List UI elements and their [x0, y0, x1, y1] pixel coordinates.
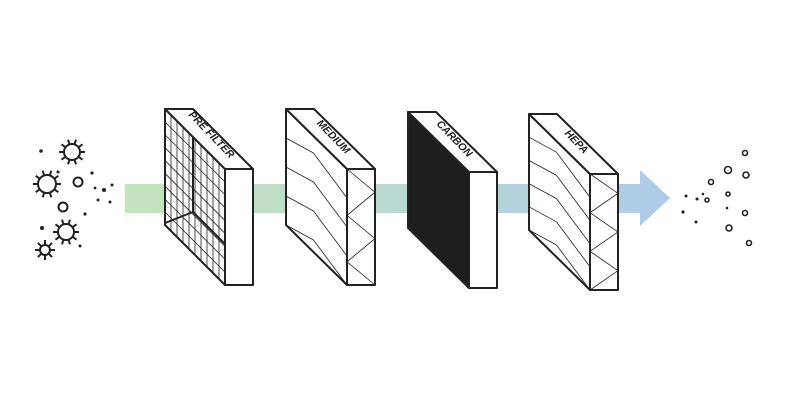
- dust-particle: [78, 244, 82, 248]
- pleat-line: [313, 239, 348, 286]
- pleat-line: [285, 166, 314, 183]
- pre-filter: [164, 108, 254, 286]
- spore-particle: [35, 240, 55, 260]
- clean-particle: [723, 165, 733, 175]
- pleat-line: [528, 183, 557, 199]
- pleat-line: [528, 206, 557, 223]
- pleat-line: [556, 151, 591, 198]
- spore-particle: [53, 219, 79, 245]
- clean-particles: [681, 149, 753, 247]
- pleat-line: [556, 244, 591, 291]
- pleat-line: [285, 195, 314, 212]
- dust-particle: [83, 212, 87, 216]
- grid-line: [164, 211, 226, 273]
- clean-particle: [741, 149, 749, 157]
- clean-dust: [694, 220, 698, 224]
- side-pleats: [346, 168, 376, 286]
- grid-line: [164, 147, 226, 208]
- pleat-line: [556, 175, 591, 221]
- grid-line: [164, 160, 226, 221]
- clean-particle: [725, 191, 731, 197]
- pleat-line: [285, 224, 314, 241]
- spore-particle: [33, 170, 61, 198]
- clean-dust: [725, 206, 729, 210]
- grid-line: [164, 198, 226, 260]
- dust-particle: [39, 149, 43, 153]
- grid-line: [164, 186, 226, 247]
- clean-dust: [701, 192, 705, 196]
- dust-particle: [90, 171, 94, 175]
- pleat-line: [528, 229, 557, 246]
- pleat-line: [556, 221, 591, 268]
- round-particle: [57, 201, 69, 213]
- side-pleats: [589, 173, 619, 291]
- dust-particle: [102, 188, 106, 192]
- dust-particle: [96, 198, 100, 202]
- pleat-line: [528, 160, 557, 176]
- grid-line: [164, 121, 226, 183]
- clean-dust: [681, 210, 685, 214]
- dust-particle: [56, 170, 60, 174]
- pleat-line: [313, 210, 348, 257]
- filter-frame: [164, 211, 194, 224]
- dust-particle: [108, 200, 112, 204]
- dust-particle: [110, 183, 114, 187]
- carbon-filter: [407, 111, 498, 289]
- hepa-filter: [528, 113, 619, 291]
- clean-particle: [707, 178, 715, 186]
- medium-filter: [285, 108, 376, 286]
- grid-line: [164, 173, 226, 234]
- clean-particle: [704, 197, 710, 203]
- filter-side-face: [468, 171, 498, 289]
- spore-particle: [59, 139, 85, 165]
- clean-particle: [745, 239, 753, 247]
- filter-side-face: [224, 168, 254, 286]
- clean-particle: [741, 209, 749, 217]
- clean-dust: [695, 197, 699, 201]
- pleat-line: [313, 181, 348, 228]
- round-particle: [72, 176, 84, 188]
- grid-line: [164, 134, 226, 196]
- clean-particle: [725, 224, 733, 232]
- clean-particle: [742, 171, 750, 179]
- pleat-line: [285, 137, 314, 154]
- pleat-line: [313, 152, 348, 199]
- filter-side-face: [589, 173, 619, 291]
- dirty-particles: [33, 139, 114, 260]
- pleat-line: [528, 136, 557, 153]
- dust-particle: [93, 186, 97, 190]
- pleat-line: [556, 198, 591, 244]
- dust-particle: [40, 226, 44, 230]
- clean-dust: [684, 194, 688, 198]
